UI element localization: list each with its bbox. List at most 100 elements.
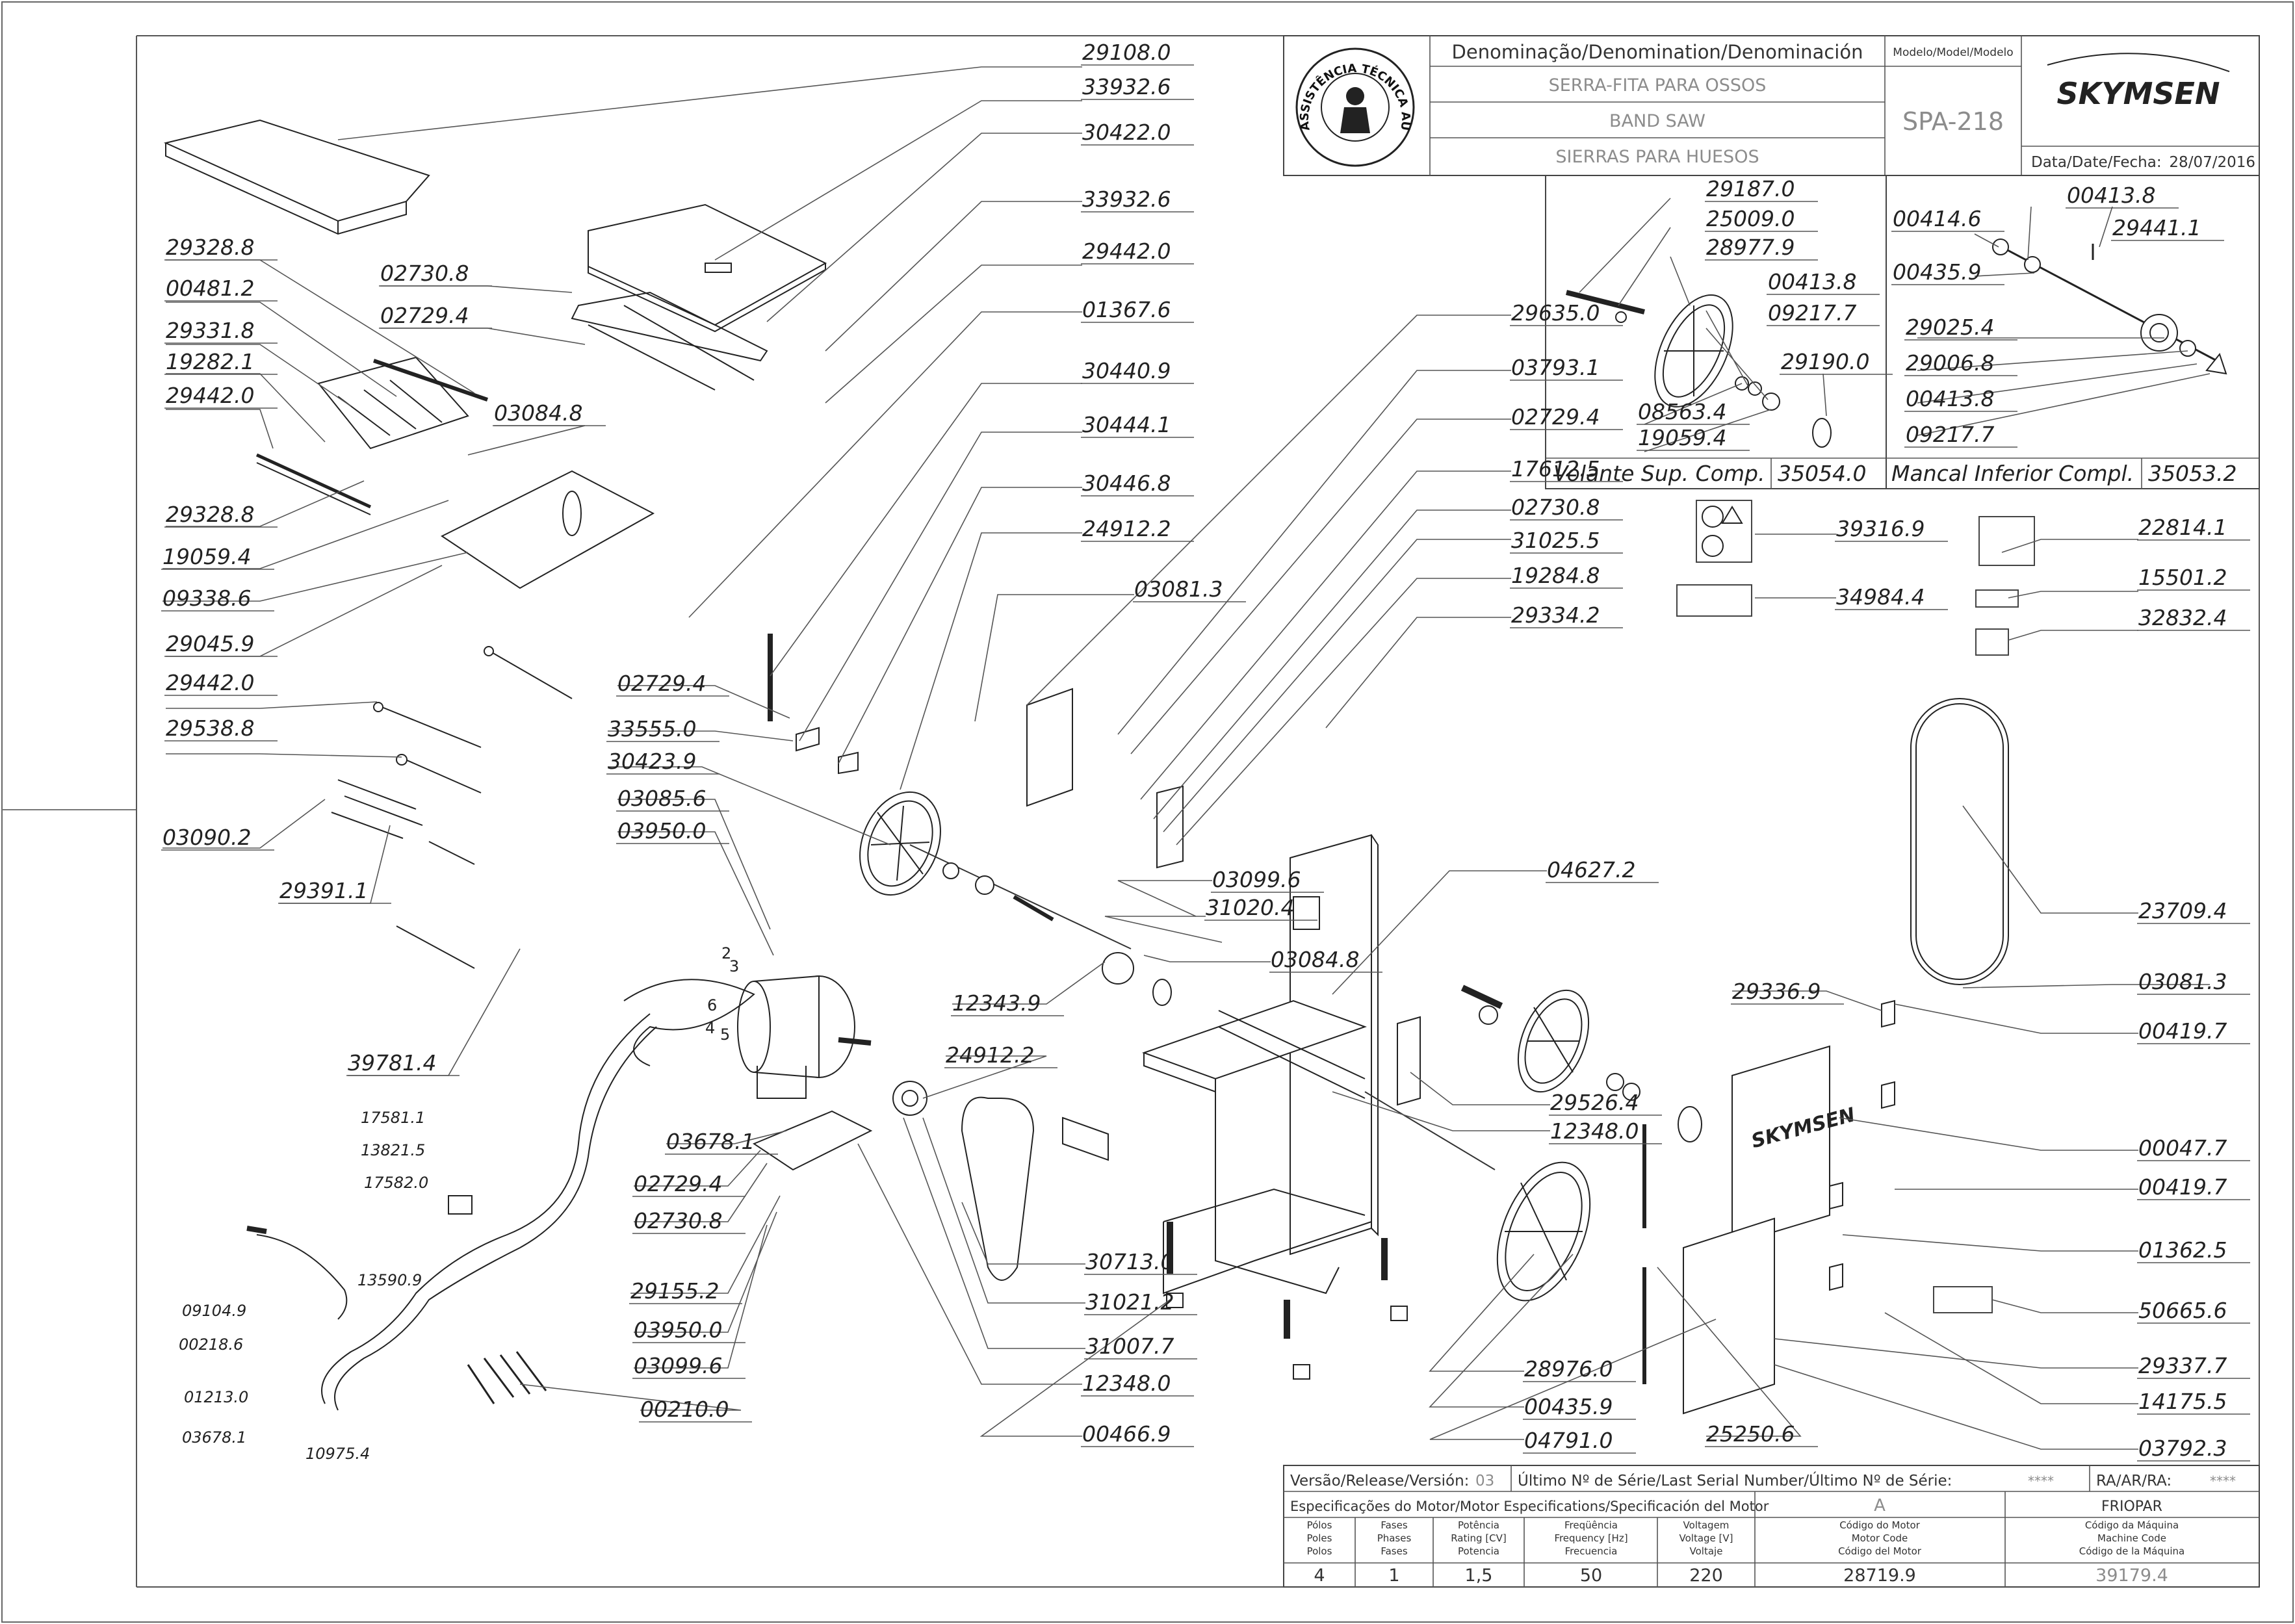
part-label: 28976.0 (1524, 1356, 1613, 1382)
upper-flywheel-code: 35054.0 (1778, 461, 1866, 486)
wire-number: 5 (720, 1025, 730, 1044)
part-label: 17612.5 (1511, 456, 1600, 482)
wiring-part-label: 13590.9 (357, 1271, 422, 1289)
part-label: 19059.4 (1638, 425, 1726, 450)
part-label: 31020.4 (1206, 895, 1294, 920)
part-label: 33555.0 (608, 716, 696, 741)
serial-value: **** (2028, 1473, 2054, 1489)
spec-header: Phases (1377, 1532, 1412, 1544)
screws-drawing (331, 646, 573, 969)
spec-header: Poles (1307, 1532, 1332, 1544)
part-label: 02730.8 (1511, 495, 1600, 520)
blade-guard-drawing (768, 634, 1184, 869)
part-label: 31025.5 (1511, 528, 1600, 553)
part-label: 29441.1 (2112, 215, 2201, 240)
part-label: 00413.8 (2067, 183, 2155, 208)
part-label: 29108.0 (1082, 40, 1171, 65)
denomination-header: Denominação/Denomination/Denominación (1452, 41, 1863, 63)
seal-text: ASSISTÊNCIA TÉCNICA AUTORIZADA (0, 0, 1412, 131)
spec-header: Rating [CV] (1451, 1532, 1507, 1544)
part-label: 03081.3 (1134, 576, 1223, 602)
part-label: 29331.8 (166, 318, 254, 343)
spec-header: Voltage [V] (1679, 1532, 1733, 1544)
wiring-part-label: 13821.5 (361, 1141, 425, 1159)
part-label: 29045.9 (166, 631, 254, 656)
part-label: 02730.8 (380, 261, 469, 286)
spec-header: Fases (1381, 1545, 1407, 1557)
part-label: 29336.9 (1732, 979, 1821, 1004)
part-label: 03081.3 (2138, 969, 2227, 994)
part-label: 03792.3 (2138, 1436, 2227, 1461)
part-label: 39316.9 (1836, 516, 1925, 541)
part-label: 09217.7 (1768, 300, 1856, 326)
part-label: 31007.7 (1085, 1334, 1174, 1359)
base-plate-drawing (441, 470, 655, 589)
wire-number: 3 (729, 957, 739, 975)
part-label: 30713.0 (1085, 1249, 1174, 1274)
part-label: 22814.1 (2138, 515, 2227, 540)
part-label: 39781.4 (348, 1050, 436, 1076)
part-label: 03950.0 (634, 1317, 722, 1343)
lower-bearing-name: Mancal Inferior Compl. (1891, 461, 2134, 486)
drive-wheel-drawing (859, 791, 1172, 1006)
part-label: 19282.1 (166, 349, 254, 374)
part-label: 30440.9 (1082, 358, 1171, 383)
part-label: 03099.6 (634, 1353, 722, 1378)
part-label: 29328.8 (166, 502, 254, 527)
part-label: 00413.8 (1906, 386, 1994, 411)
part-label: 12348.0 (1550, 1118, 1639, 1144)
serial-label: Último Nº de Série/Last Serial Number/Úl… (1518, 1471, 1952, 1489)
part-label: 29526.4 (1550, 1090, 1639, 1115)
part-label: 24912.2 (946, 1042, 1034, 1068)
part-label: 01367.6 (1082, 297, 1171, 322)
name-spanish: SIERRAS PARA HUESOS (1555, 147, 1759, 167)
band-blade-drawing (1910, 698, 2009, 985)
spec-header: Frecuencia (1565, 1545, 1618, 1557)
spec-header: Freqüência (1564, 1519, 1618, 1531)
model-header: Modelo/Model/Modelo (1893, 46, 2013, 59)
part-label: 03090.2 (162, 825, 251, 850)
part-label: 02730.8 (634, 1208, 722, 1233)
part-label: 29190.0 (1781, 349, 1869, 374)
part-label: 19059.4 (162, 544, 251, 569)
part-label: 30446.8 (1082, 470, 1171, 496)
part-label: 00413.8 (1768, 269, 1856, 294)
spec-value: 28719.9 (1843, 1566, 1916, 1586)
v-belt-drawing (961, 1096, 1035, 1281)
wiring-part-label: 17582.0 (364, 1174, 428, 1192)
wiring-part-label: 09104.9 (182, 1302, 246, 1320)
part-label: 03099.6 (1212, 867, 1301, 892)
part-label: 02729.4 (1511, 404, 1600, 430)
part-label: 32832.4 (2138, 605, 2227, 630)
part-label: 29442.0 (1082, 238, 1171, 264)
spec-header: Polos (1307, 1545, 1332, 1557)
part-label: 15501.2 (2138, 565, 2227, 590)
spec-header: Código del Motor (1838, 1545, 1922, 1557)
part-label: 33932.6 (1082, 187, 1171, 212)
version-label: Versão/Release/Versión: (1290, 1473, 1469, 1489)
wiring-part-labels: 17581.113821.517582.013590.909104.900218… (179, 1109, 428, 1463)
part-labels: 29108.033932.630422.033932.629442.001367… (161, 40, 2250, 1462)
motor-spec-label: Especificações do Motor/Motor Especifica… (1290, 1499, 1769, 1514)
brand-swoosh (2047, 53, 2230, 72)
part-label: 30422.0 (1082, 120, 1171, 145)
part-label: 08563.4 (1638, 399, 1726, 424)
svg-text:ASSISTÊNCIA TÉCNICA AUTORIZADA: ASSISTÊNCIA TÉCNICA AUTORIZADA (0, 0, 1412, 131)
part-label: 24912.2 (1082, 516, 1171, 541)
part-label: 09217.7 (1906, 422, 1994, 447)
wire-number: 6 (707, 996, 717, 1014)
part-label: 00210.0 (640, 1397, 729, 1422)
name-portuguese: SERRA-FITA PARA OSSOS (1549, 75, 1767, 96)
part-label: 29635.0 (1511, 300, 1600, 326)
wiring-part-label: 01213.0 (184, 1388, 248, 1406)
spec-header: Frequency [Hz] (1554, 1532, 1627, 1544)
ra-value: **** (2210, 1473, 2236, 1489)
spec-header: Pólos (1307, 1519, 1332, 1531)
part-label: 00435.9 (1524, 1394, 1613, 1419)
part-label: 03085.6 (617, 786, 706, 811)
part-label: 30444.1 (1082, 412, 1171, 437)
part-label: 25250.6 (1706, 1421, 1795, 1447)
part-label: 02729.4 (617, 671, 706, 696)
lower-bearing-code: 35053.2 (2148, 461, 2237, 486)
